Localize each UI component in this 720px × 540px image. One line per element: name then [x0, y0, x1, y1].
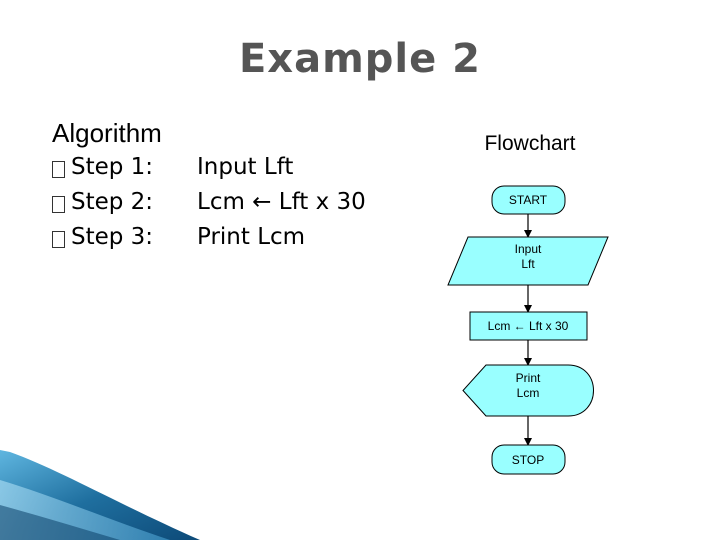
print-label-line1: Print — [516, 371, 541, 385]
stop-label: STOP — [512, 453, 544, 467]
input-label-line1: Input — [515, 242, 542, 256]
input-label-line2: Lft — [521, 257, 535, 271]
corner-decoration — [0, 450, 200, 540]
process-label: Lcm ← Lft x 30 — [488, 319, 569, 333]
print-label-line2: Lcm — [517, 386, 540, 400]
start-label: START — [509, 193, 548, 207]
